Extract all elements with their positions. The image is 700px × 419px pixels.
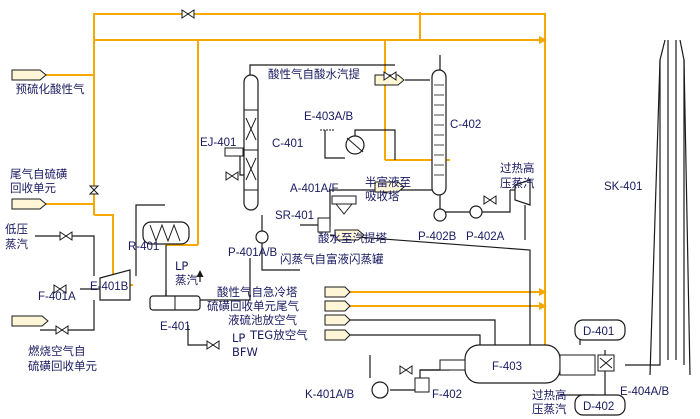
tag-sk401: SK-401 [604,181,642,193]
turbine [514,179,531,206]
arrow-sour-water [334,229,365,241]
acid-gas-lines [46,12,547,380]
tag-e403: E-403A/B [304,111,354,123]
tag-c402: C-402 [450,119,481,131]
label-lp-bfw-2: BFW [232,345,258,359]
label-lp-bfw-1: LP [232,331,245,345]
filter-sr401 [317,217,331,233]
drums [574,319,626,416]
tag-e401b: E-401B [90,281,129,293]
exchanger-e404 [597,354,615,372]
label-acid-gas-quench: 酸性气自急冷塔 [217,285,298,299]
tag-c401: C-401 [272,138,303,150]
tag-ej401: EJ-401 [200,137,236,149]
tag-p402a: P-402A [466,231,505,243]
label-rich-liquid-1: 半富液至 [365,175,411,189]
pump-p402b [433,208,447,222]
label-lp-steam-out-1: LP [175,259,188,273]
drum-d401 [574,319,626,341]
arrow-teg [324,329,351,341]
label-lp-steam-in-2: 蒸汽 [5,237,28,251]
arrow-srp-tail-gas [324,300,351,312]
label-srp-tail-gas: 硫磺回收单元尾气 [207,299,299,313]
ejector-ej401 [224,147,244,157]
label-rich-liquid-2: 吸收塔 [365,189,400,203]
label-combustion-air-2: 硫磺回收单元 [28,359,97,373]
stream-arrows [11,69,405,341]
pumps [255,205,483,244]
drum-d402 [574,394,626,416]
burner-f402 [414,377,430,393]
arrow-pre-sulfided-acid-gas [11,69,47,81]
reactor-r401 [142,221,190,245]
arrow-tail-gas [11,198,47,210]
label-flash-gas: 闪蒸气自富液闪蒸罐 [280,252,384,266]
label-pre-sulfided-acid-gas: 预硫化酸性气 [16,82,85,96]
aircooler-a401 [331,195,357,215]
tag-f401a: F-401A [38,291,76,303]
label-tail-gas-1: 尾气自硫磺 [10,167,68,181]
equipment-tags: F-401A E-401B R-401 E-401 EJ-401 C-401 P… [38,111,670,413]
exchanger-e401 [149,295,201,311]
label-sh-steam-bottom-1: 过热高 [532,388,567,402]
label-lp-steam-in-1: 低压 [5,222,28,236]
pump-p402a [469,205,483,219]
tag-p401: P-401A/B [228,247,278,259]
arrow-sulfur-pit [324,314,351,326]
arrow-rich-liquid [374,181,405,193]
tag-sr401: SR-401 [275,210,314,222]
tag-a401: A-401A/F [290,183,339,195]
arrow-acid-gas-quench [324,286,351,298]
stream-labels: 预硫化酸性气 尾气自硫磺 回收单元 低压 蒸汽 燃烧空气自 硫磺回收单元 酸性气… [5,67,567,416]
label-sh-steam-top-2: 压蒸汽 [500,176,535,190]
label-teg: TEG放空气 [249,328,308,342]
heater-e401b [99,269,131,301]
process-lines [35,40,685,396]
column-c402 [431,69,447,196]
tag-p402b: P-402B [418,231,457,243]
blower-k401 [371,381,389,399]
cooler-e403 [320,129,365,155]
label-sulfur-pit: 液硫池放空气 [228,313,297,327]
tag-d401: D-401 [583,326,614,338]
label-lp-steam-out-2: 蒸汽 [175,273,198,287]
tag-d402: D-402 [583,401,614,413]
label-sh-steam-top-1: 过热高 [500,161,535,175]
tag-f403: F-403 [492,361,522,373]
stack-sk401 [649,39,691,376]
tag-r401: R-401 [128,241,159,253]
label-tail-gas-2: 回收单元 [10,181,56,195]
tag-k401: K-401A/B [305,389,355,401]
label-acid-gas-stripper: 酸性气自酸水汽提 [268,67,360,81]
arrow-combustion-air [11,315,49,327]
label-sour-water: 酸水至汽提塔 [318,231,387,245]
label-sh-steam-bottom-2: 压蒸汽 [532,402,567,416]
furnace-f403 [439,344,596,384]
tag-e401: E-401 [160,321,191,333]
valves [53,9,497,375]
pump-p401 [255,230,269,244]
tag-f402: F-402 [432,389,462,401]
label-combustion-air-1: 燃烧空气自 [28,344,86,358]
column-c401 [243,74,259,211]
tag-e404: E-404A/B [620,386,670,398]
